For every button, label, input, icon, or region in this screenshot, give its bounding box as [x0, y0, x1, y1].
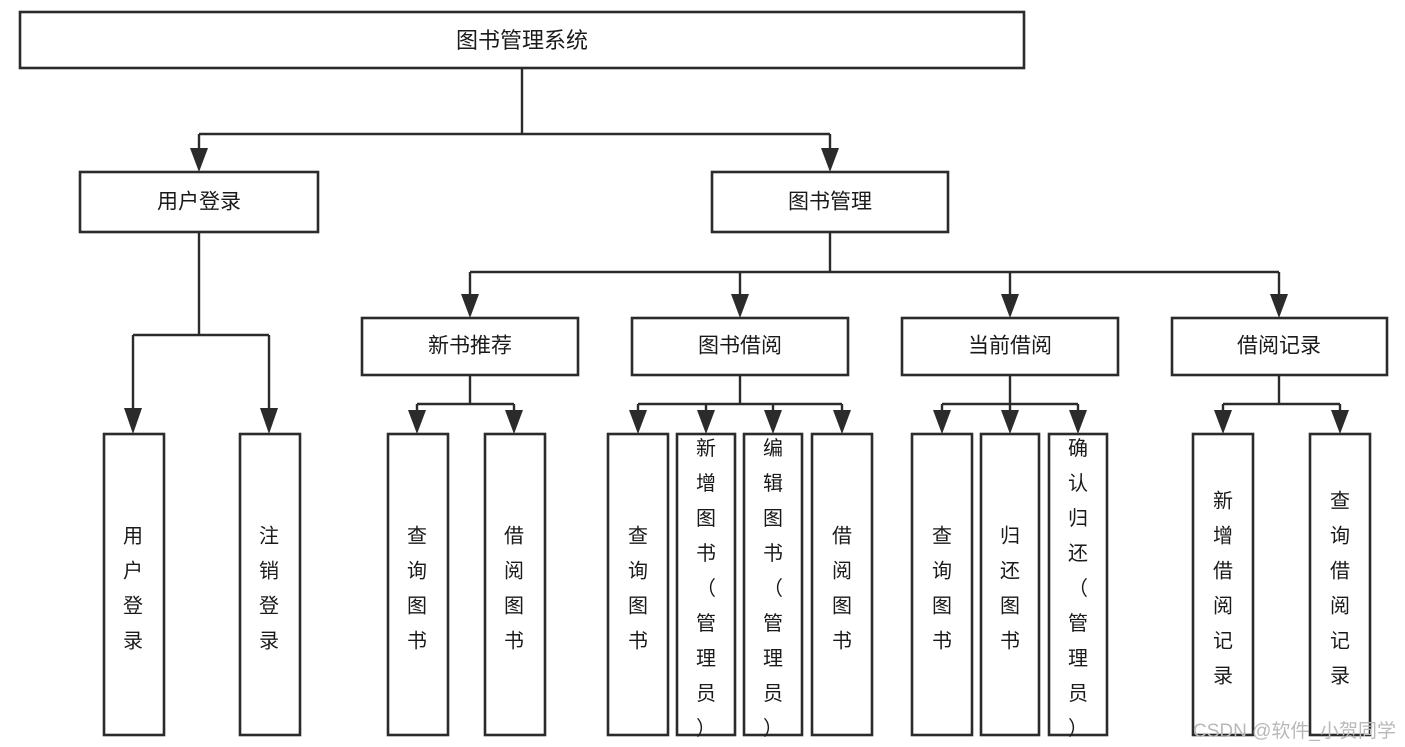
- arrow-head-leaf-add-book: [697, 410, 715, 434]
- node-leaf-borrow-book-1-label: 借阅图书: [504, 524, 524, 652]
- node-leaf-query-book-2-label: 查询图书: [628, 524, 648, 652]
- node-current-borrow[interactable]: 当前借阅: [900, 316, 1120, 377]
- node-leaf-query-book-2[interactable]: 查询图书: [606, 432, 670, 737]
- arrow-head-borrow-record: [1270, 294, 1288, 318]
- node-leaf-add-record-box[interactable]: [1191, 432, 1255, 737]
- node-leaf-confirm-return[interactable]: 确认归还（管理员）: [1047, 432, 1109, 740]
- node-book-manage-label: 图书管理: [788, 191, 872, 214]
- node-borrow-record-label: 借阅记录: [1237, 335, 1321, 358]
- arrow-head-leaf-user-logout: [260, 408, 278, 434]
- node-leaf-user-login-box[interactable]: [102, 432, 166, 737]
- node-leaf-user-login[interactable]: 用户登录: [102, 432, 166, 737]
- node-new-book-recommend[interactable]: 新书推荐: [360, 316, 580, 377]
- node-book-manage-box[interactable]: [710, 170, 950, 234]
- node-root[interactable]: 图书管理系统: [18, 10, 1026, 70]
- node-leaf-query-book-3[interactable]: 查询图书: [910, 432, 974, 737]
- node-leaf-add-book[interactable]: 新增图书（管理员）: [675, 432, 737, 740]
- node-new-book-recommend-label: 新书推荐: [428, 335, 512, 358]
- node-leaf-query-record-box[interactable]: [1308, 432, 1372, 737]
- node-leaf-query-book-1-box[interactable]: [386, 432, 450, 737]
- arrow-head-leaf-borrow-book-1: [505, 410, 523, 434]
- arrow-head-leaf-query-record: [1331, 410, 1349, 434]
- node-leaf-borrow-book-1-box[interactable]: [483, 432, 547, 737]
- node-leaf-query-book-2-box[interactable]: [606, 432, 670, 737]
- node-leaf-borrow-book-2-label: 借阅图书: [832, 524, 852, 652]
- node-leaf-add-record[interactable]: 新增借阅记录: [1191, 432, 1255, 737]
- arrow-head-leaf-query-book-1: [408, 410, 426, 434]
- node-book-borrow-box[interactable]: [630, 316, 850, 377]
- node-book-borrow[interactable]: 图书借阅: [630, 316, 850, 377]
- arrow-head-book-manage: [821, 148, 839, 172]
- arrow-head-user-login: [190, 148, 208, 172]
- node-user-login[interactable]: 用户登录: [78, 170, 320, 234]
- node-leaf-user-logout-box[interactable]: [238, 432, 302, 737]
- arrow-head-leaf-return-book: [1001, 410, 1019, 434]
- node-leaf-return-book-label: 归还图书: [1000, 524, 1020, 652]
- node-leaf-query-book-3-label: 查询图书: [932, 524, 952, 652]
- node-borrow-record[interactable]: 借阅记录: [1170, 316, 1389, 377]
- arrow-head-leaf-user-login: [124, 408, 142, 434]
- node-leaf-query-book-3-box[interactable]: [910, 432, 974, 737]
- node-leaf-add-book-box[interactable]: [675, 432, 737, 737]
- arrow-head-leaf-edit-book: [764, 410, 782, 434]
- watermark-text: CSDN @软件_小贺同学: [1193, 720, 1396, 742]
- node-leaf-user-login-label: 用户登录: [123, 525, 143, 652]
- node-leaf-user-logout[interactable]: 注销登录: [238, 432, 302, 737]
- node-leaf-add-book-label: 新增图书（管理员）: [696, 437, 716, 740]
- arrow-head-leaf-confirm-return: [1069, 410, 1087, 434]
- node-leaf-borrow-book-2-box[interactable]: [810, 432, 874, 737]
- node-leaf-edit-book-box[interactable]: [742, 432, 804, 737]
- node-leaf-borrow-book-2[interactable]: 借阅图书: [810, 432, 874, 737]
- node-leaf-query-record-label: 查询借阅记录: [1330, 489, 1350, 687]
- node-leaf-borrow-book-1[interactable]: 借阅图书: [483, 432, 547, 737]
- node-leaf-confirm-return-label: 确认归还（管理员）: [1068, 437, 1088, 740]
- arrow-head-leaf-query-book-2: [629, 410, 647, 434]
- node-leaf-query-book-1-label: 查询图书: [407, 524, 427, 652]
- node-current-borrow-label: 当前借阅: [968, 335, 1052, 358]
- node-leaf-add-record-label: 新增借阅记录: [1213, 489, 1233, 687]
- node-leaf-return-book-box[interactable]: [979, 432, 1041, 737]
- node-new-book-recommend-box[interactable]: [360, 316, 580, 377]
- arrow-head-book-borrow: [731, 294, 749, 318]
- node-borrow-record-box[interactable]: [1170, 316, 1389, 377]
- node-leaf-query-book-1[interactable]: 查询图书: [386, 432, 450, 737]
- node-book-manage[interactable]: 图书管理: [710, 170, 950, 234]
- node-user-login-label: 用户登录: [157, 191, 241, 214]
- node-leaf-edit-book-label: 编辑图书（管理员）: [763, 437, 783, 740]
- arrow-head-leaf-add-record: [1214, 410, 1232, 434]
- node-user-login-box[interactable]: [78, 170, 320, 234]
- node-leaf-query-record[interactable]: 查询借阅记录: [1308, 432, 1372, 737]
- arrow-head-leaf-query-book-3: [933, 410, 951, 434]
- connectors-group: [124, 68, 1349, 434]
- node-book-borrow-label: 图书借阅: [698, 335, 782, 358]
- node-leaf-confirm-return-box[interactable]: [1047, 432, 1109, 737]
- node-root-box[interactable]: [18, 10, 1026, 70]
- arrow-head-new-book-recommend: [461, 294, 479, 318]
- node-leaf-return-book[interactable]: 归还图书: [979, 432, 1041, 737]
- leaf-nodes-group: 用户登录 注销登录 查询图书 借阅图书 查询图书 新增图书（管理员） 编辑图书（…: [102, 432, 1372, 740]
- node-root-label: 图书管理系统: [456, 28, 588, 53]
- node-leaf-user-logout-label: 注销登录: [259, 524, 279, 652]
- arrow-head-current-borrow: [1001, 294, 1019, 318]
- arrow-head-leaf-borrow-book-2: [833, 410, 851, 434]
- node-leaf-edit-book[interactable]: 编辑图书（管理员）: [742, 432, 804, 740]
- node-current-borrow-box[interactable]: [900, 316, 1120, 377]
